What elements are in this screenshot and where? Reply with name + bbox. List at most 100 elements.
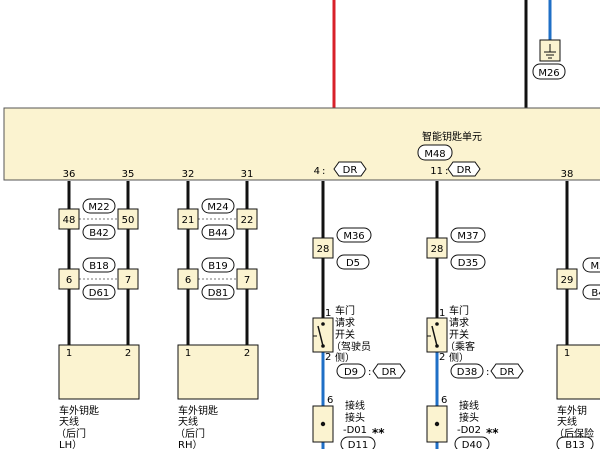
passenger-switch-label-1: 请求 bbox=[449, 316, 469, 329]
connector-b13: B13 bbox=[565, 440, 585, 449]
connector-d35: D35 bbox=[458, 258, 478, 269]
connector-d81: D81 bbox=[208, 288, 228, 299]
dr-tag-label-d38: DR bbox=[500, 367, 515, 378]
pin-label-35: 35 bbox=[122, 169, 135, 180]
antenna-bumper-label-1: 天线 bbox=[557, 415, 577, 428]
connector-b18: B18 bbox=[89, 261, 109, 272]
pin-28-b: 28 bbox=[431, 244, 444, 255]
antenna-boxes bbox=[58, 344, 600, 400]
pin-28-a: 28 bbox=[317, 244, 330, 255]
pin-label-36: 36 bbox=[63, 169, 76, 180]
connector-dashes bbox=[79, 218, 237, 280]
passenger-switch-pin-2: 2 bbox=[439, 352, 445, 363]
joint-d01-icon bbox=[312, 405, 334, 443]
passenger-switch-pin-1: 1 bbox=[439, 308, 445, 319]
connector-m24: M24 bbox=[207, 202, 228, 213]
antenna-bumper-label-2: （后保险 bbox=[554, 427, 594, 440]
joint-d02-mark: ** bbox=[486, 426, 499, 440]
connector-m22: M22 bbox=[88, 202, 109, 213]
antenna-bumper-pin-1: 1 bbox=[564, 348, 570, 359]
pin-label-31: 31 bbox=[241, 169, 254, 180]
pin-48: 48 bbox=[63, 215, 76, 226]
dr-tag-label-d9: DR bbox=[382, 367, 397, 378]
pin-21: 21 bbox=[182, 215, 195, 226]
driver-switch-pin-1: 1 bbox=[325, 308, 331, 319]
passenger-switch-label-0: 车门 bbox=[449, 304, 469, 317]
antenna-rh-label-1: 天线 bbox=[178, 415, 198, 428]
antenna-bumper-label-0: 车外钥 bbox=[557, 404, 587, 417]
dr-tag-d38 bbox=[490, 363, 524, 379]
pin-7-a: 7 bbox=[125, 275, 131, 286]
dr-tag-2 bbox=[447, 161, 481, 177]
passenger-switch-label-4: 侧） bbox=[449, 351, 469, 364]
ground-icon bbox=[539, 39, 561, 62]
connector-d5: D5 bbox=[346, 258, 360, 269]
driver-switch-label-0: 车门 bbox=[335, 304, 355, 317]
antenna-lh-pin-1: 1 bbox=[66, 348, 72, 359]
passenger-switch-label-2: 开关 bbox=[449, 328, 469, 341]
joint-d01-mark: ** bbox=[372, 426, 385, 440]
joint-d02-label-2: -D02 bbox=[457, 425, 481, 436]
module-title: 智能钥匙单元 bbox=[422, 130, 482, 143]
connector-b19: B19 bbox=[208, 261, 228, 272]
antenna-lh-label-3: LH） bbox=[59, 439, 82, 449]
connector-d9: D9 bbox=[344, 367, 358, 378]
joint-d01-label-2: -D01 bbox=[343, 425, 367, 436]
connector-m2x: M2 bbox=[591, 261, 600, 272]
connector-badge-m26 bbox=[532, 63, 566, 80]
antenna-lh-label-0: 车外钥匙 bbox=[59, 404, 99, 417]
connector-m37: M37 bbox=[457, 231, 478, 242]
connector-b4x: B4 bbox=[591, 288, 600, 299]
connector-d61: D61 bbox=[89, 288, 109, 299]
antenna-rh-label-0: 车外钥匙 bbox=[178, 404, 218, 417]
pin-label-11: 11 bbox=[430, 166, 443, 177]
antenna-rh-label-3: RH） bbox=[178, 439, 202, 449]
dr-tag-label-1: DR bbox=[343, 165, 358, 176]
joint-d01-pin: 6 bbox=[327, 395, 333, 406]
passenger-switch-label-3: （乘客 bbox=[445, 340, 475, 353]
dr-tag-1 bbox=[333, 161, 367, 177]
connector-label-m48: M48 bbox=[424, 149, 445, 160]
connector-label-m26: M26 bbox=[538, 68, 559, 79]
pin-29: 29 bbox=[561, 275, 574, 286]
pin-7-b: 7 bbox=[244, 275, 250, 286]
antenna-lh-label-2: （后门 bbox=[56, 427, 86, 440]
dr-colon-d38: : bbox=[486, 367, 489, 378]
antenna-rh-pin-2: 2 bbox=[244, 348, 250, 359]
connector-badges bbox=[82, 198, 600, 449]
antenna-rh-pin-1: 1 bbox=[185, 348, 191, 359]
joint-d02-label-1: 接头 bbox=[459, 411, 479, 424]
driver-switch-label-2: 开关 bbox=[335, 328, 355, 341]
driver-switch-label-3: （驾驶员 bbox=[331, 340, 371, 353]
joint-d02-icon bbox=[426, 405, 448, 443]
joint-d02-pin: 6 bbox=[441, 395, 447, 406]
antenna-lh-label-1: 天线 bbox=[59, 415, 79, 428]
pin-50: 50 bbox=[122, 215, 135, 226]
pin-label-4: 4 bbox=[314, 166, 320, 177]
pin-colon-11: : bbox=[445, 166, 448, 177]
connector-badge-m48 bbox=[417, 144, 453, 161]
joint-d02-label-0: 接线 bbox=[459, 399, 479, 412]
driver-switch-icon bbox=[312, 317, 334, 353]
pin-6-b: 6 bbox=[185, 275, 191, 286]
pin-colon-4: : bbox=[322, 166, 325, 177]
connector-b44: B44 bbox=[208, 228, 228, 239]
pin-6-a: 6 bbox=[66, 275, 72, 286]
dr-tag-d9 bbox=[372, 363, 406, 379]
connector-d40: D40 bbox=[462, 440, 482, 449]
antenna-lh-pin-2: 2 bbox=[125, 348, 131, 359]
connector-b42: B42 bbox=[89, 228, 109, 239]
driver-switch-label-4: 侧） bbox=[335, 351, 355, 364]
joint-d01-label-0: 接线 bbox=[345, 399, 365, 412]
driver-switch-pin-2: 2 bbox=[325, 352, 331, 363]
connector-m36: M36 bbox=[343, 231, 364, 242]
driver-switch-label-1: 请求 bbox=[335, 316, 355, 329]
connector-d38: D38 bbox=[457, 367, 477, 378]
intelligent-key-unit-box bbox=[3, 107, 600, 181]
pin-label-38: 38 bbox=[561, 169, 574, 180]
dr-colon-d9: : bbox=[368, 367, 371, 378]
antenna-rh-label-2: （后门 bbox=[175, 427, 205, 440]
pin-label-32: 32 bbox=[182, 169, 195, 180]
pin-boxes bbox=[58, 208, 578, 290]
